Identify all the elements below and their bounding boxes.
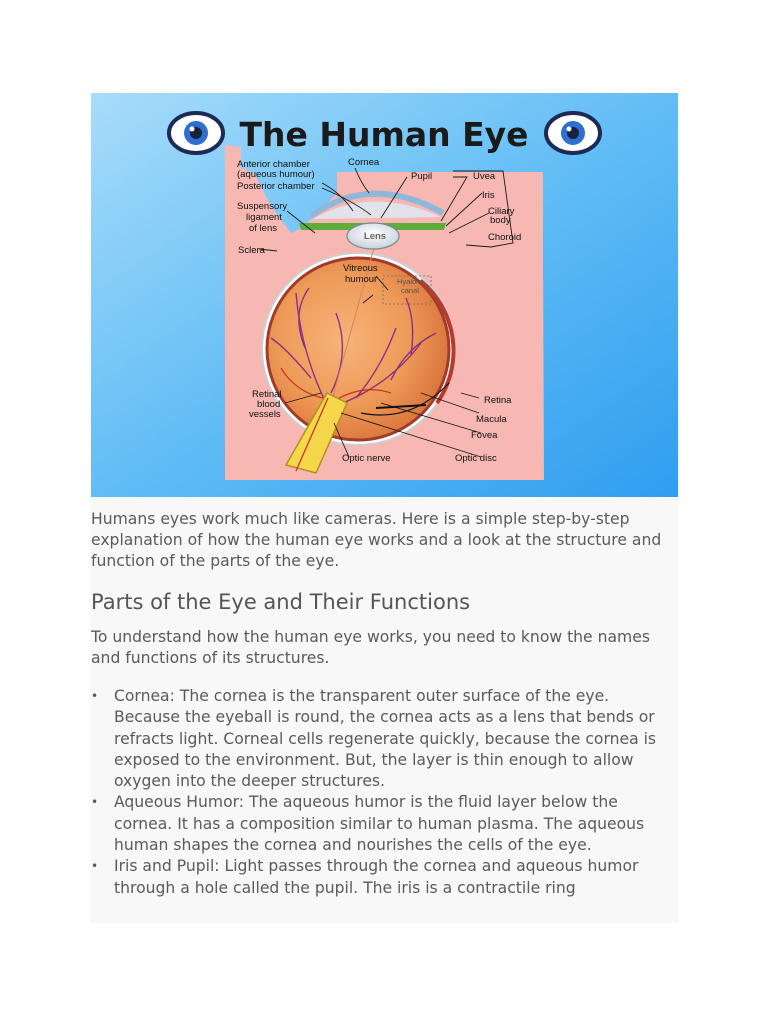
svg-text:Fovea: Fovea xyxy=(471,430,498,441)
svg-text:Optic nerve: Optic nerve xyxy=(342,453,391,464)
svg-text:Anterior chamber: Anterior chamber xyxy=(237,159,310,170)
svg-text:Iris: Iris xyxy=(482,190,495,201)
retinal-vessels xyxy=(270,287,437,406)
lens-shape xyxy=(346,222,400,250)
figure-title: The Human Eye xyxy=(239,115,528,154)
cornea-shape xyxy=(309,190,445,219)
bullet-icon: • xyxy=(91,689,99,703)
section-intro-paragraph: To understand how the human eye works, y… xyxy=(91,628,650,667)
svg-text:humour: humour xyxy=(345,274,377,285)
svg-text:blood: blood xyxy=(257,399,280,410)
svg-text:Uvea: Uvea xyxy=(473,171,496,182)
svg-text:Choroid: Choroid xyxy=(488,232,521,243)
svg-text:(aqueous humour): (aqueous humour) xyxy=(237,169,315,180)
svg-text:Pupil: Pupil xyxy=(411,171,432,182)
list-item-iris-and-pupil: • Iris and Pupil: Light passes through t… xyxy=(91,856,678,899)
list-item-cornea: • Cornea: The cornea is the transparent … xyxy=(91,686,678,792)
bullet-icon: • xyxy=(91,859,99,874)
svg-text:Ciliary: Ciliary xyxy=(488,206,515,217)
left-eye-icon xyxy=(167,111,225,155)
list-item-text: Aqueous Humor: The aqueous humor is the … xyxy=(114,793,645,855)
optic-nerve-shape xyxy=(284,392,348,474)
article-text: Humans eyes work much like cameras. Here… xyxy=(91,497,678,923)
svg-text:vessels: vessels xyxy=(249,409,281,420)
page-content: The Human Eye xyxy=(91,93,678,923)
svg-text:Sclera: Sclera xyxy=(238,245,266,256)
right-eye-icon xyxy=(544,111,602,155)
svg-text:Macula: Macula xyxy=(476,414,507,425)
svg-text:Lens: Lens xyxy=(364,231,386,242)
list-item-text: Iris and Pupil: Light passes through the… xyxy=(114,857,639,897)
human-eye-diagram: The Human Eye xyxy=(91,93,678,497)
svg-text:Optic disc: Optic disc xyxy=(455,453,497,464)
svg-text:Cornea: Cornea xyxy=(348,157,380,168)
list-item-text: Cornea: The cornea is the transparent ou… xyxy=(114,687,657,791)
list-item-aqueous-humor: • Aqueous Humor: The aqueous humor is th… xyxy=(91,792,678,856)
svg-text:Posterior chamber: Posterior chamber xyxy=(237,181,315,192)
svg-text:Retinal: Retinal xyxy=(252,389,282,400)
svg-text:body: body xyxy=(490,215,511,226)
svg-text:canal: canal xyxy=(401,286,419,295)
svg-text:Suspensory: Suspensory xyxy=(237,201,287,212)
svg-text:Hyaloid: Hyaloid xyxy=(397,277,422,286)
svg-text:Retina: Retina xyxy=(484,395,512,406)
svg-text:ligament: ligament xyxy=(246,212,282,223)
bullet-icon: • xyxy=(91,795,99,810)
svg-text:Vitreous: Vitreous xyxy=(343,263,378,274)
section-heading: Parts of the Eye and Their Functions xyxy=(91,590,471,614)
intro-paragraph: Humans eyes work much like cameras. Here… xyxy=(91,510,662,570)
parts-list: • Cornea: The cornea is the transparent … xyxy=(91,686,678,899)
svg-text:of lens: of lens xyxy=(249,223,277,234)
